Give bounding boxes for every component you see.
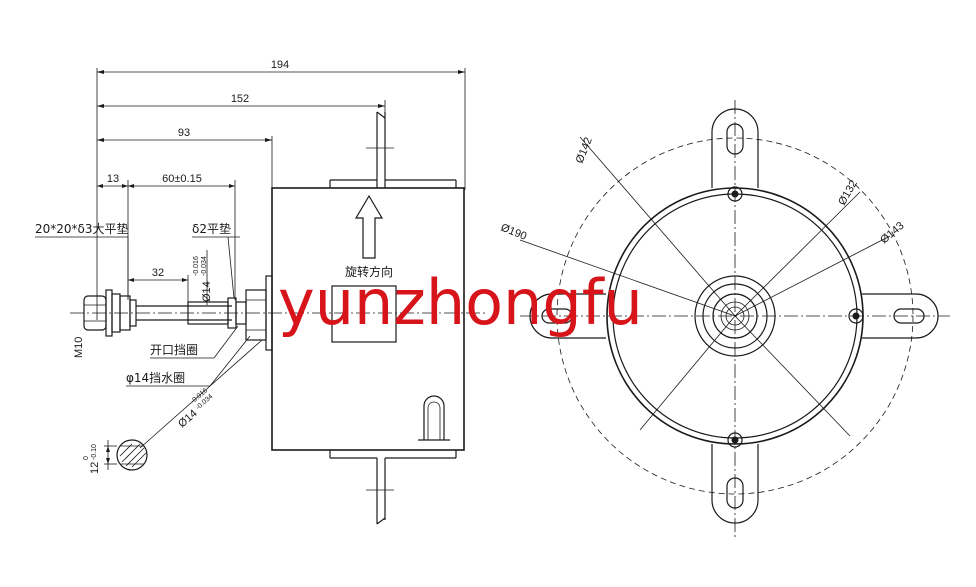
- shaft-dia-tol-upper: -0.016: [193, 256, 200, 276]
- shaft-diameter-label: Ø14 -0.016 -0.034: [193, 256, 213, 302]
- dim-label-60: 60±0.15: [162, 173, 202, 185]
- dim-label-93: 93: [178, 127, 190, 139]
- key-section: [104, 439, 148, 471]
- dim-32: 32: [128, 267, 189, 302]
- dim-label-152: 152: [231, 93, 249, 105]
- retaining-ring-label: 开口挡圈: [150, 343, 198, 357]
- motor-body: 旋转方向: [265, 111, 465, 525]
- shaft-dia-tol-lower: -0.034: [201, 256, 208, 276]
- dim-13-60: 13 60±0.15: [97, 173, 236, 300]
- side-view: 194 152 93 13 60±0.15: [35, 59, 485, 525]
- rotation-direction-label: 旋转方向: [345, 264, 393, 279]
- key-width-label: 12 0 -0.10: [83, 444, 101, 474]
- lower-dia-text: Ø14: [176, 408, 200, 431]
- top-mounting-lug: [711, 108, 759, 202]
- dim-label-32: 32: [152, 267, 164, 279]
- big-washer-label: 20*20*δ3大平垫: [35, 221, 129, 236]
- key-width-tol-upper: 0: [83, 456, 90, 460]
- key-width-text: 12: [89, 462, 101, 474]
- water-ring-label: φ14挡水圈: [126, 371, 185, 385]
- lower-dia-label: Ø14 -0.016 -0.034: [176, 387, 214, 431]
- watermark-text: yunzhongfu: [278, 266, 643, 339]
- dim-label-194: 194: [271, 59, 289, 71]
- dim-93: 93: [97, 127, 273, 188]
- dim-194: 194: [96, 59, 466, 320]
- bottom-mounting-lug: [711, 432, 759, 524]
- label-d132: Ø132: [836, 178, 860, 207]
- flat-washer-label: δ2平垫: [192, 221, 231, 236]
- dim-152: 152: [97, 93, 386, 118]
- right-mounting-lug: [848, 293, 939, 339]
- dim-label-13: 13: [107, 173, 119, 185]
- label-d143: Ø143: [878, 220, 906, 246]
- left-mounting-lug: [529, 293, 606, 339]
- label-d190: Ø190: [499, 222, 528, 243]
- thread-label: M10: [73, 337, 85, 358]
- key-width-tol-lower: -0.10: [91, 444, 98, 460]
